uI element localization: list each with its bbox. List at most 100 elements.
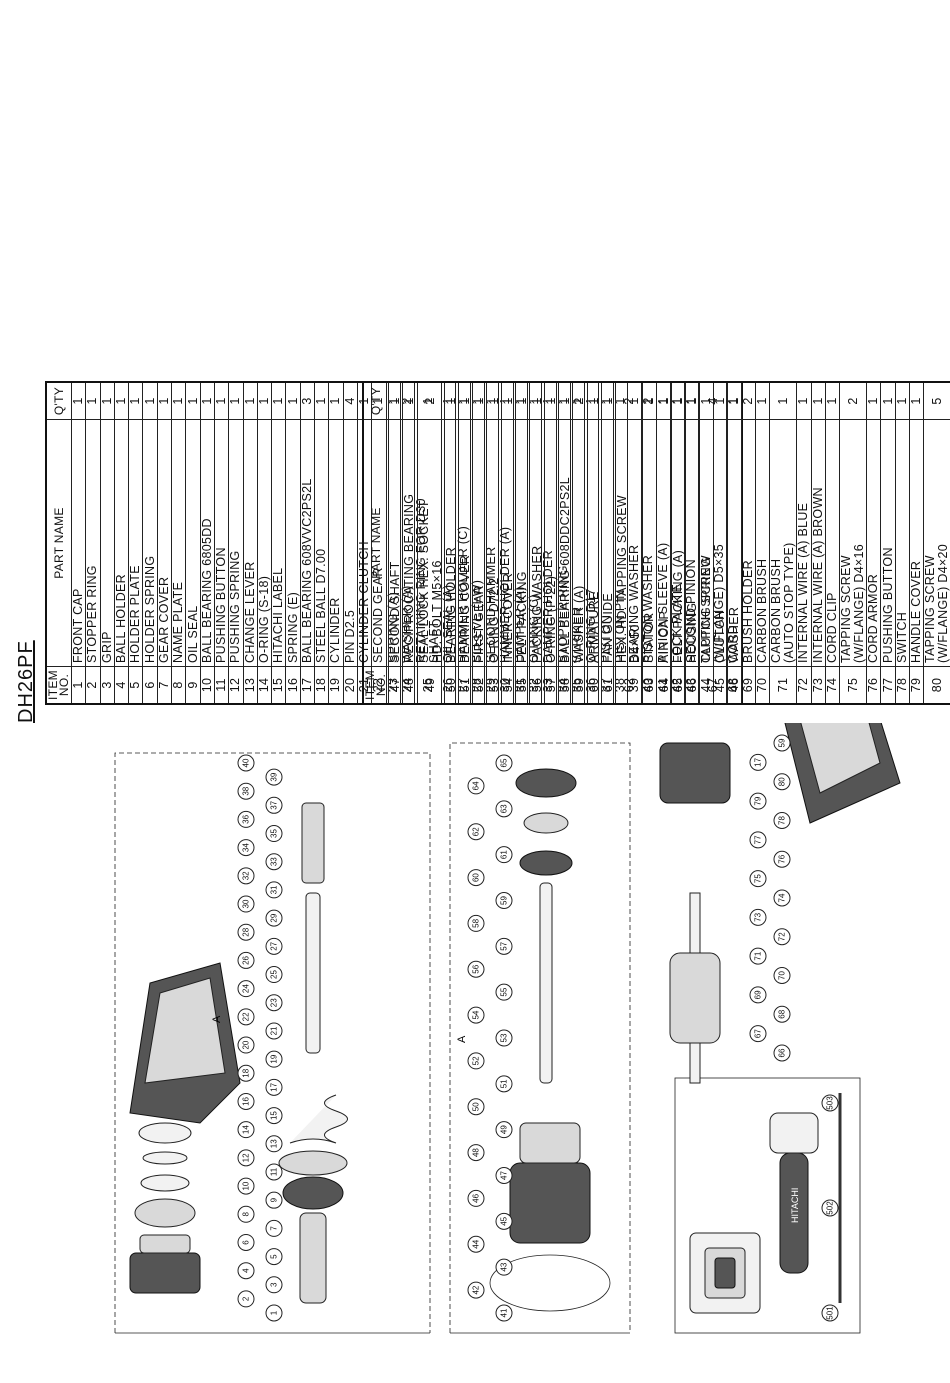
part-name-cell: FIRST GEAR <box>472 419 487 667</box>
second-shaft-drawing <box>515 768 577 1084</box>
svg-text:15: 15 <box>270 1111 279 1120</box>
item-no-cell: 53 <box>487 666 502 704</box>
qty-cell: 1 <box>214 382 229 420</box>
inner-cover-drawing <box>489 1122 611 1312</box>
item-no-cell: 56 <box>530 666 545 704</box>
svg-text:27: 27 <box>270 941 279 950</box>
callout-45: 45 <box>495 1212 513 1230</box>
item-no-cell: 72 <box>796 666 812 704</box>
part-name-cell: SECOND SHAFT <box>388 419 403 667</box>
callout-1: 1 <box>265 1304 283 1322</box>
qty-cell: 2 <box>741 382 756 420</box>
item-no-cell: 64 <box>657 666 672 704</box>
svg-text:56: 56 <box>472 964 481 973</box>
item-no-cell: 58 <box>558 666 573 704</box>
item-no-cell: 69 <box>741 666 756 704</box>
svg-text:41: 41 <box>500 1308 509 1317</box>
svg-text:5: 5 <box>270 1254 279 1259</box>
svg-text:67: 67 <box>754 1029 763 1038</box>
qty-cell: 1 <box>186 382 201 420</box>
svg-text:6: 6 <box>242 1240 251 1245</box>
svg-text:54: 54 <box>472 1010 481 1019</box>
callout-38: 38 <box>237 782 255 800</box>
callout-8: 8 <box>237 1205 255 1223</box>
svg-text:47: 47 <box>500 1171 509 1180</box>
part-name-cell: GEAR COVER <box>157 419 172 667</box>
svg-text:78: 78 <box>778 816 787 825</box>
svg-text:17: 17 <box>754 757 763 766</box>
svg-text:49: 49 <box>500 1125 509 1134</box>
svg-text:44: 44 <box>472 1239 481 1248</box>
item-no-cell: 60 <box>587 666 602 704</box>
qty-cell: 1 <box>501 382 516 420</box>
item-no-cell: 16 <box>286 666 301 704</box>
qty-cell: 1 <box>388 382 403 420</box>
svg-text:10: 10 <box>242 1181 251 1190</box>
svg-text:30: 30 <box>242 899 251 908</box>
part-name-cell: BALL BEARING 608VVC2PS2L <box>300 419 315 667</box>
callout-59: 59 <box>495 892 513 909</box>
callout-48: 48 <box>467 1144 485 1162</box>
header-qty: Q'TY <box>46 382 72 420</box>
svg-text:19: 19 <box>270 1054 279 1063</box>
callout-78: 78 <box>773 812 791 829</box>
qty-cell: 1 <box>515 382 530 420</box>
gear-cover-drawing <box>129 962 241 1124</box>
svg-text:36: 36 <box>242 814 251 823</box>
callout-25: 25 <box>265 966 283 984</box>
item-no-cell: 48 <box>402 666 418 704</box>
part-name-cell: PUSHING BUTTON <box>214 419 229 667</box>
qty-cell: 1 <box>811 382 826 420</box>
qty-cell: 1 <box>243 382 258 420</box>
part-name-cell: BALL BEARING 608DDC2PS2L <box>558 419 573 667</box>
part-name-cell: INTERNAL WIRE (A) BLUE <box>796 419 812 667</box>
part-name-cell: PUSHING SPRING <box>228 419 244 667</box>
item-no-cell: 11 <box>214 666 229 704</box>
callout-51: 51 <box>495 1075 513 1093</box>
callout-23: 23 <box>265 994 283 1012</box>
svg-text:35: 35 <box>270 829 279 838</box>
callout-50: 50 <box>467 1098 485 1116</box>
part-name-cell: CORD <box>726 419 742 667</box>
callout-61: 61 <box>495 846 513 864</box>
svg-text:77: 77 <box>754 835 763 844</box>
part-name-cell: BALL BEARING 6805DD <box>200 419 215 667</box>
cylinder-row-drawing <box>278 802 348 1304</box>
item-no-cell: 63 <box>642 666 657 704</box>
svg-text:20: 20 <box>242 1040 251 1049</box>
item-no-cell: 17 <box>300 666 315 704</box>
qty-cell: 1 <box>458 382 473 420</box>
part-name-cell: HITACHI LABEL <box>271 419 286 667</box>
stator-drawing <box>659 742 731 804</box>
svg-text:51: 51 <box>500 1079 509 1088</box>
callout-10: 10 <box>237 1177 255 1195</box>
part-name-cell: STEEL BALL D7.00 <box>314 419 329 667</box>
svg-text:28: 28 <box>242 927 251 936</box>
item-no-cell: 74 <box>825 666 840 704</box>
svg-text:75: 75 <box>754 874 763 883</box>
callout-31: 31 <box>265 881 283 899</box>
item-no-cell: 13 <box>243 666 258 704</box>
callout-65: 65 <box>495 754 513 772</box>
callout-30: 30 <box>237 895 255 913</box>
callout-47: 47 <box>495 1167 513 1184</box>
callout-15: 15 <box>265 1107 283 1125</box>
part-name-cell: TAPPING SCREW(W/FLANGE) D4×16 <box>839 419 867 667</box>
callout-13: 13 <box>265 1135 283 1153</box>
item-no-cell: 61 <box>601 666 616 704</box>
qty-cell: 1 <box>71 382 86 420</box>
callout-11: 11 <box>265 1163 283 1181</box>
